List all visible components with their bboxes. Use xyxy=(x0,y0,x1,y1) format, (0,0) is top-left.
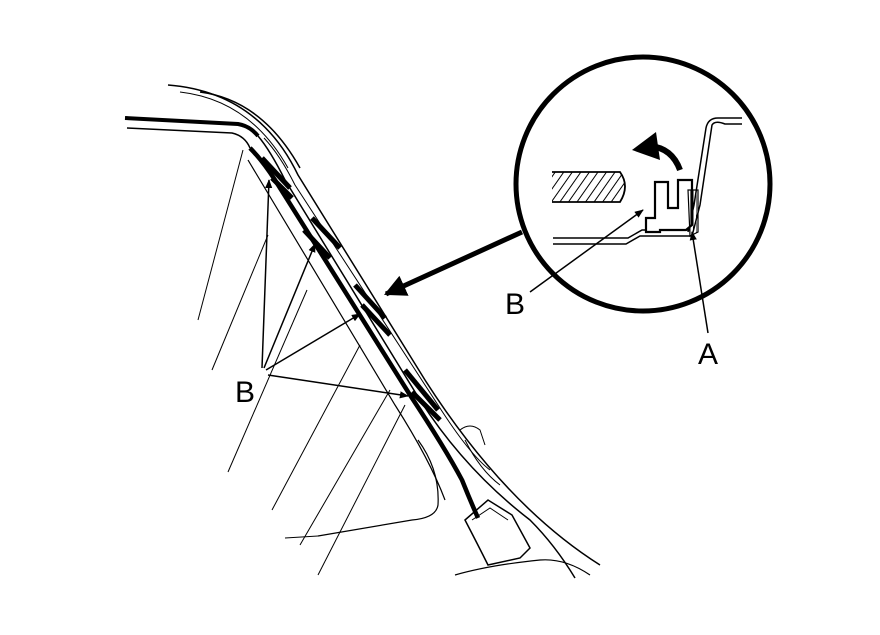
glass-line-4 xyxy=(271,344,361,511)
label-part-a: A xyxy=(698,338,719,371)
clip-mark-2b xyxy=(302,228,332,260)
clip-mark-4b xyxy=(410,390,442,422)
leader-to-clip-2 xyxy=(263,243,316,369)
detail-leader-a xyxy=(689,231,709,334)
car-body-outline xyxy=(124,84,601,579)
body-lower-edge xyxy=(454,559,591,576)
glass-line-1 xyxy=(197,149,244,321)
glass-line-6 xyxy=(317,404,406,576)
detail-view xyxy=(513,54,773,334)
leader-to-clip-3 xyxy=(265,313,361,371)
detail-pointer-arrow xyxy=(383,229,524,297)
clip-mark-1 xyxy=(260,156,292,190)
trim-end xyxy=(459,425,486,446)
door-lower-line xyxy=(284,535,319,539)
detail-rotate-arrowhead xyxy=(632,132,660,160)
pillar-inner-edge-2 xyxy=(263,137,491,471)
detail-leader-b xyxy=(529,209,644,293)
door-curve xyxy=(317,439,439,537)
detail-outer-panel-inner xyxy=(687,117,742,233)
label-detail-clip-b: B xyxy=(505,288,526,321)
roof-edge xyxy=(124,116,260,138)
glass-line-2 xyxy=(211,234,269,371)
mirror-base-inner xyxy=(471,507,509,521)
clip-mark-3 xyxy=(353,283,387,320)
pillar-moulding-line xyxy=(248,146,481,519)
detail-garnish-hatched xyxy=(552,171,626,203)
pillar-outer-edge xyxy=(257,135,576,579)
glass-line-3 xyxy=(227,289,308,473)
clip-mark-2 xyxy=(310,216,342,250)
clip-mark-4 xyxy=(403,368,440,412)
body-outer-curve-2 xyxy=(199,91,301,169)
detail-outer-panel xyxy=(691,121,742,237)
detail-seal-a xyxy=(687,189,699,237)
trim-end-2 xyxy=(464,439,501,486)
detail-panel-line-2 xyxy=(553,235,692,245)
body-outer-curve-3 xyxy=(179,91,289,169)
roof-inner-line xyxy=(126,127,251,149)
clip-mark-1b xyxy=(270,176,294,200)
glass-line-5 xyxy=(299,389,391,546)
clip-mark-3b xyxy=(360,303,392,337)
clip-marks xyxy=(260,156,442,422)
clip-leaders xyxy=(261,179,409,399)
mirror-base xyxy=(464,499,531,566)
leader-to-clip-1 xyxy=(261,179,273,369)
pillar-inner-edge-1 xyxy=(247,159,446,501)
detail-circle xyxy=(513,54,773,314)
label-clip-b: B xyxy=(235,376,256,409)
body-outer-curve-1 xyxy=(167,84,601,566)
detail-clip xyxy=(644,178,694,234)
leader-to-clip-4 xyxy=(267,374,409,399)
